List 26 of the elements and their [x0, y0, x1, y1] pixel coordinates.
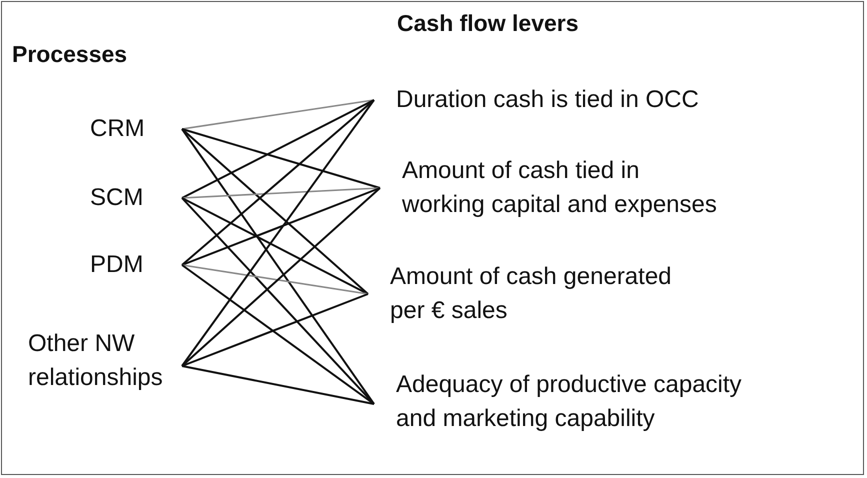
connector-line — [181, 128, 369, 295]
connector-line — [182, 264, 368, 295]
process-label: PDM — [90, 250, 144, 280]
lever-label: Amount of cash generated per € sales — [390, 262, 673, 326]
connector-line — [182, 365, 374, 405]
connector-line — [181, 264, 375, 405]
column-heading: Cash flow levers — [397, 10, 579, 37]
process-label: Other NW relationships — [28, 329, 164, 393]
connector-line — [181, 197, 375, 405]
connector-line — [182, 187, 380, 266]
connector-line — [182, 197, 368, 295]
connector-line — [182, 128, 380, 189]
connector-line — [181, 99, 375, 367]
connector-line — [182, 187, 380, 199]
lever-label: Amount of cash tied in working capital and expenses — [402, 156, 718, 220]
lever-label: Adequacy of productive capacity and marketing capability — [396, 370, 743, 434]
process-label: CRM — [90, 114, 145, 144]
connector-line — [182, 293, 368, 367]
process-label: SCM — [90, 183, 144, 213]
connector-line — [181, 99, 375, 266]
column-heading: Processes — [12, 41, 128, 68]
connector-line — [181, 187, 381, 367]
connector-line — [182, 99, 374, 199]
connector-line — [181, 128, 375, 405]
lever-label: Duration cash is tied in OCC — [396, 85, 699, 115]
connector-line — [182, 99, 374, 130]
